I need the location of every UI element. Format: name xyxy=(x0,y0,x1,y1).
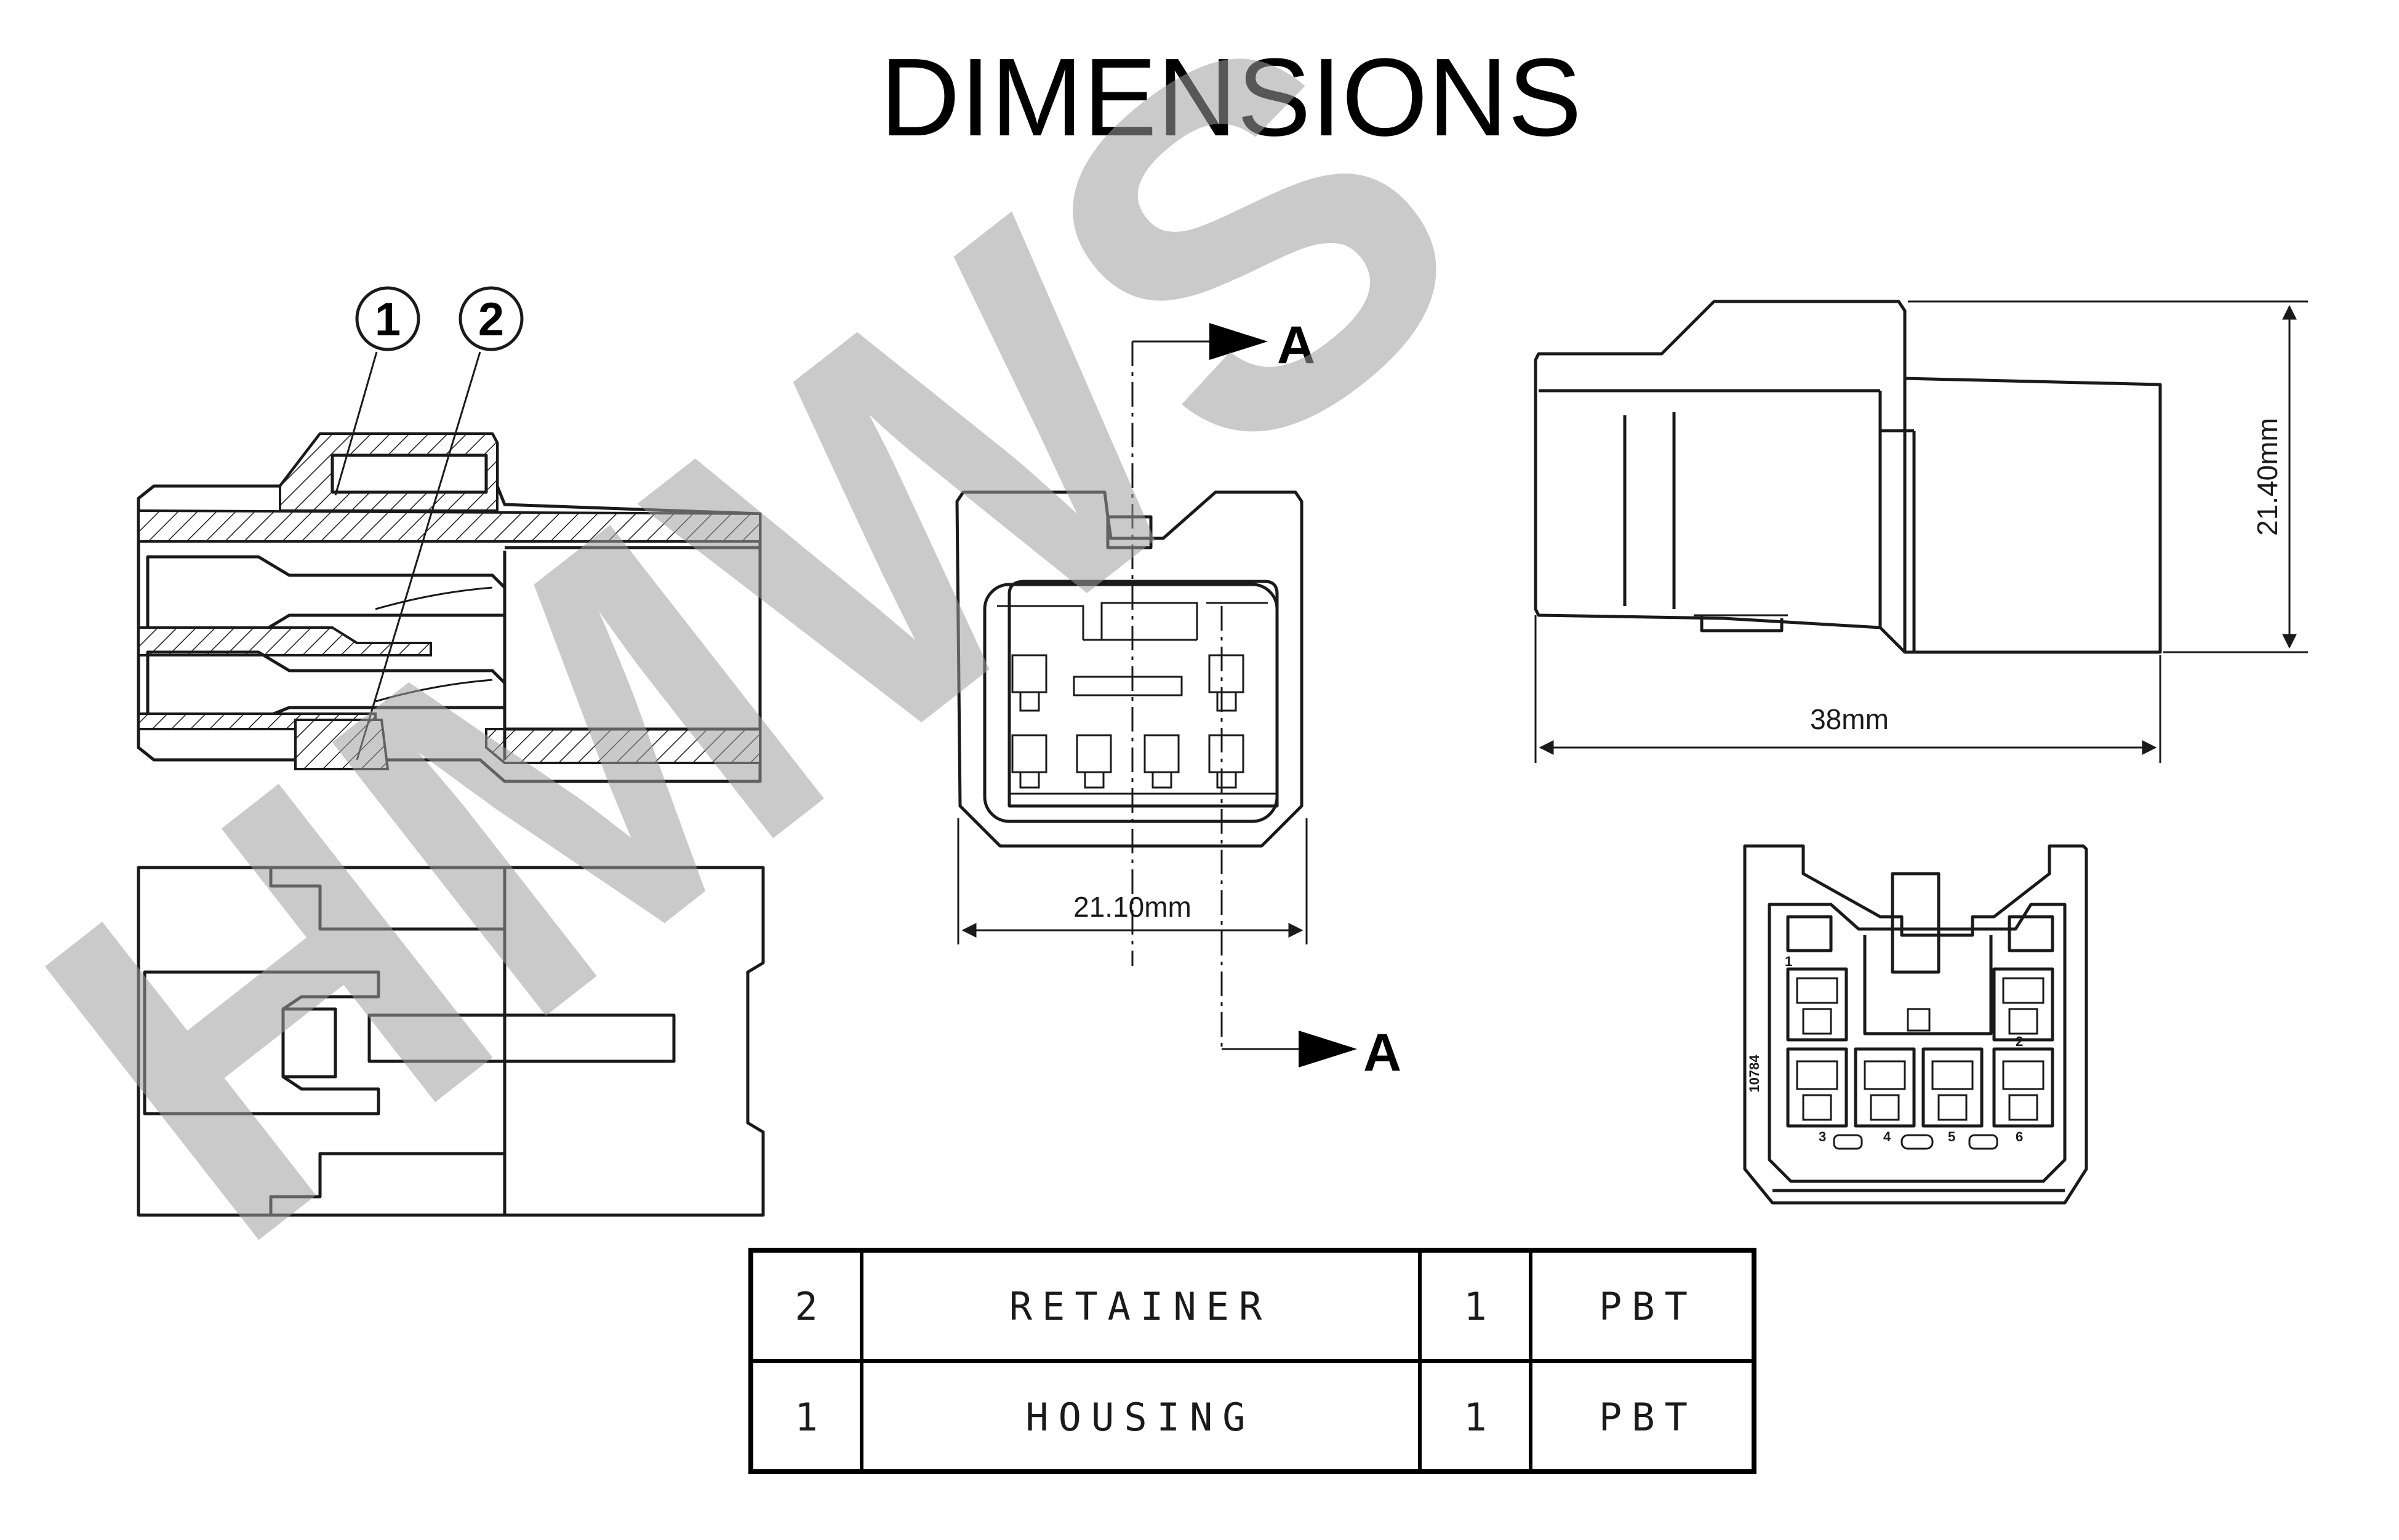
bom-description: HOUSING xyxy=(1025,1395,1255,1440)
rear-mold-mark: 10784 xyxy=(1747,1055,1762,1093)
bom-quantity: 1 xyxy=(1464,1284,1496,1329)
front-terminal-4 xyxy=(1076,734,1112,789)
section-view xyxy=(137,351,762,783)
rear-pin-label-1: 1 xyxy=(1785,954,1792,969)
rear-pin-label-2: 2 xyxy=(2016,1034,2023,1049)
rear-cavity-5 xyxy=(1921,1047,1984,1128)
front-view xyxy=(955,490,1304,848)
side-height-label: 21.40mm xyxy=(2251,418,2283,536)
bottom-view xyxy=(137,866,765,1217)
side-length-label: 38mm xyxy=(1810,703,1889,735)
rear-pin-label-3: 3 xyxy=(1819,1129,1826,1144)
bom-item-number: 2 xyxy=(795,1284,827,1329)
balloon-1-label: 1 xyxy=(375,293,401,346)
rear-cavity-1 xyxy=(1786,967,1848,1042)
bom-material: PBT xyxy=(1599,1284,1697,1329)
balloon-1: 1 xyxy=(355,286,420,351)
side-height-dimension: 21.40mm xyxy=(1908,300,2308,653)
side-length-dimension: 38mm xyxy=(1534,615,2161,763)
balloon-2-label: 2 xyxy=(478,293,504,346)
section-line-a: A A xyxy=(1131,316,1401,1082)
rear-pin-label-6: 6 xyxy=(2016,1129,2023,1144)
page-title: DIMENSIONS xyxy=(880,36,1582,159)
rear-cavity-3 xyxy=(1786,1047,1848,1128)
front-terminal-1 xyxy=(1011,654,1047,712)
front-terminal-3 xyxy=(1011,734,1047,789)
section-label-top: A xyxy=(1277,316,1315,375)
front-terminal-6 xyxy=(1208,734,1244,789)
rear-cavity-2 xyxy=(1992,967,2054,1042)
bom-row-retainer: 2 RETAINER 1 PBT xyxy=(795,1284,1697,1329)
rear-view: 1 2 3 4 5 6 10784 xyxy=(1743,844,2088,1205)
section-label-bottom: A xyxy=(1363,1023,1401,1082)
watermark: HMWS xyxy=(0,0,1557,1345)
bom-description: RETAINER xyxy=(1009,1284,1272,1329)
balloon-2: 2 xyxy=(459,286,524,351)
rear-pin-label-4: 4 xyxy=(1883,1129,1891,1144)
front-width-label: 21.10mm xyxy=(1073,891,1191,923)
rear-pin-label-5: 5 xyxy=(1948,1129,1955,1144)
front-width-dimension: 21.10mm xyxy=(957,818,1308,944)
bom-material: PBT xyxy=(1599,1395,1697,1440)
rear-cavity-4 xyxy=(1854,1047,1916,1128)
front-terminal-2 xyxy=(1208,654,1244,712)
bom-table: 2 RETAINER 1 PBT 1 HOUSING 1 PBT xyxy=(748,1248,1756,1474)
bom-quantity: 1 xyxy=(1464,1395,1496,1440)
bom-item-number: 1 xyxy=(795,1395,827,1440)
side-view xyxy=(1534,300,2162,654)
bom-row-housing: 1 HOUSING 1 PBT xyxy=(795,1395,1697,1440)
rear-cavity-6 xyxy=(1992,1047,2054,1128)
front-terminal-5 xyxy=(1143,734,1180,789)
